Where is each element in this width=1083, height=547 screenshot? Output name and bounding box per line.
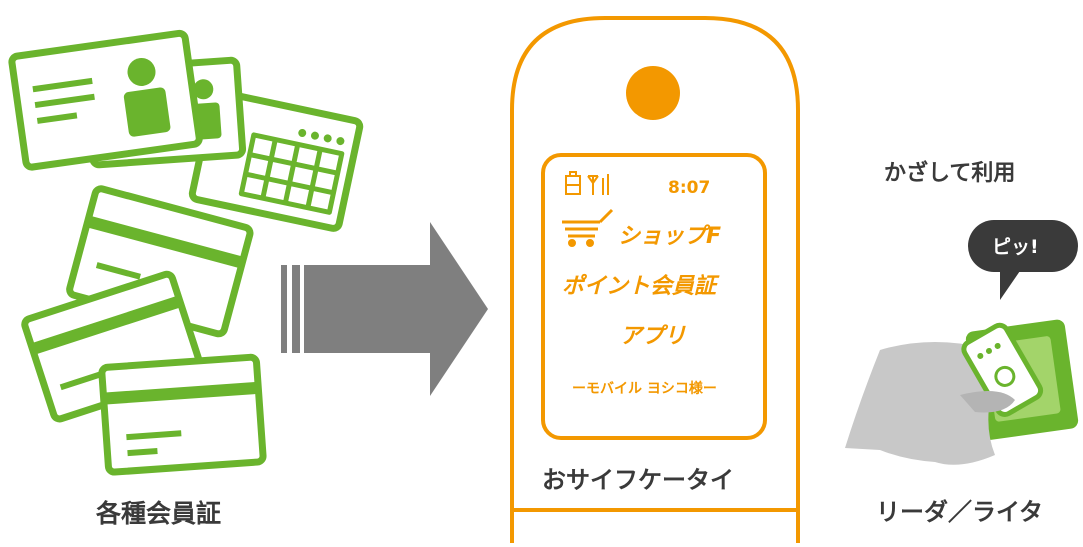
phone-screen (541, 153, 767, 440)
battery-icon (565, 171, 581, 195)
mobile-phone (510, 16, 800, 543)
screen-title-line1: ポイント会員証 (562, 274, 717, 299)
shopping-cart-icon (562, 208, 614, 247)
signal-antenna-icon (587, 174, 609, 195)
screen-title-line2: アプリ (620, 324, 687, 349)
hand-holding-phone (845, 322, 1044, 465)
member-cards-label: 各種会員証 (96, 499, 222, 528)
phone-label: おサイフケータイ (542, 466, 734, 494)
speech-bubble (968, 220, 1078, 300)
id-card-front (8, 29, 203, 171)
camera-icon (626, 66, 680, 120)
transfer-arrow (281, 222, 488, 396)
credit-card-3 (98, 353, 267, 476)
reader-writer-label: リーダ／ライタ (876, 498, 1044, 526)
tap-caption: かざして利用 (884, 161, 1016, 186)
beep-bubble-text: ピッ! (992, 236, 1039, 258)
member-cards-group (8, 29, 364, 476)
screen-time: 8:07 (668, 178, 711, 198)
screen-shop-name: ショップF (618, 224, 722, 249)
screen-user-name: ーモバイル ヨシコ様ー (572, 381, 717, 397)
